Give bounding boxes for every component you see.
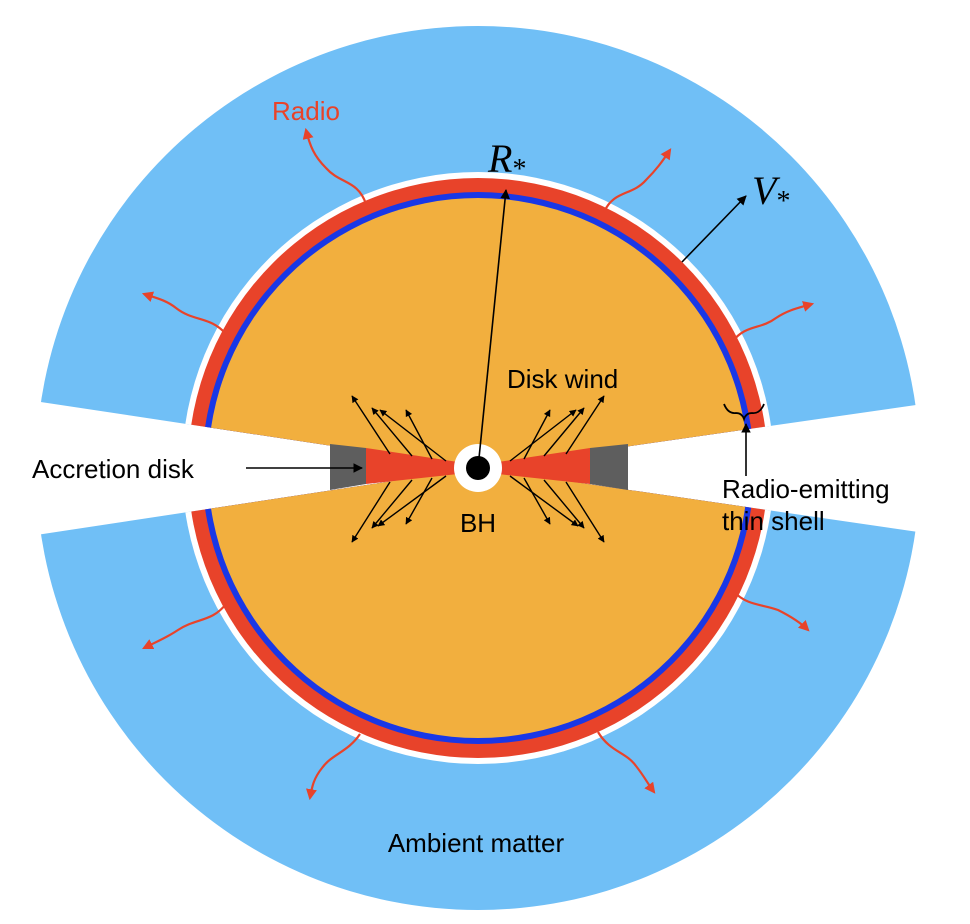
disk-wind-arrows [351,395,605,543]
radio-arrow [731,301,815,343]
radio-arrow [733,591,810,632]
radius-arrow [477,189,510,469]
r-star-label: R* [487,136,526,185]
v-star-label: V* [752,168,790,217]
wind-arrow [371,407,413,457]
accretion-disk [330,444,628,490]
radio-arrow [302,127,368,205]
wind-arrow [509,409,577,462]
bh-label: BH [460,508,496,538]
ambient-matter-label: Ambient matter [388,828,565,858]
accretion-disk-label: Accretion disk [32,454,195,484]
shell-brace [723,403,765,422]
disk-inner-right [498,448,590,484]
velocity-arrow [681,195,747,263]
wind-arrow [565,395,605,455]
radio-arrow [597,731,656,794]
radio-shell-label-line2: thin shell [722,506,825,536]
wind-arrow [351,395,391,455]
radio-arrow [141,291,227,335]
wind-arrow [405,409,433,460]
wind-arrow [351,481,391,543]
radio-arrow [306,733,361,801]
radio-shell-label-line1: Radio-emitting [722,474,890,504]
wind-arrow [377,475,447,527]
radio-emission-arrows [141,127,815,801]
wind-arrow [509,475,579,527]
wind-arrow [523,409,551,460]
disk-wind-label: Disk wind [507,364,618,394]
radio-label: Radio [272,96,340,126]
wind-arrow [405,477,433,525]
radio-arrow [142,603,227,649]
wind-arrow [543,407,585,457]
radio-arrow [602,148,672,213]
wind-arrow [379,409,447,462]
disk-inner-left [366,448,458,484]
disk-outer-left [330,444,366,490]
wind-arrow [523,477,551,525]
wind-arrow [565,481,605,543]
disk-outer-right [590,444,628,490]
